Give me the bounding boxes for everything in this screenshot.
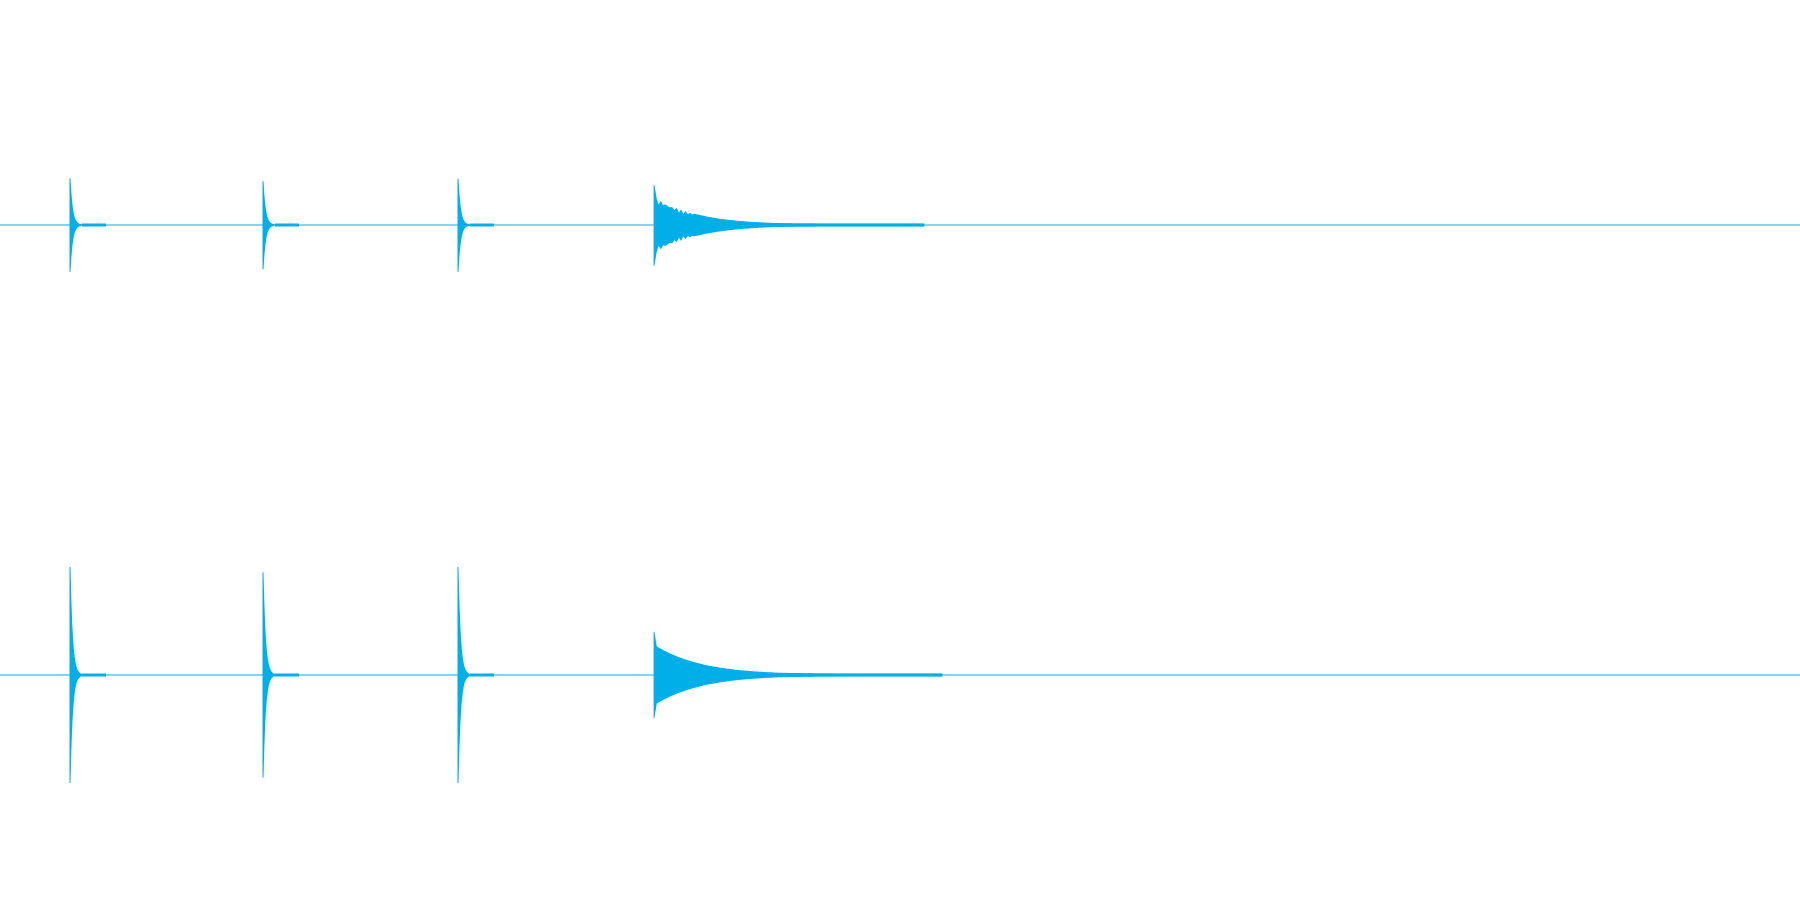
click-tail (275, 673, 299, 677)
click-transient (69, 178, 84, 272)
channel-1-waveform (0, 178, 1800, 272)
channel-2-waveform (0, 566, 1800, 784)
click-transient (69, 566, 84, 784)
click-tail (470, 673, 494, 677)
click-tail (82, 673, 106, 677)
ring-decay (653, 184, 925, 266)
click-transient (457, 566, 472, 784)
click-transient (262, 572, 277, 778)
click-transient (262, 181, 277, 270)
ring-decay (653, 631, 943, 719)
click-tail (82, 223, 106, 227)
click-transient (457, 178, 472, 272)
click-tail (275, 223, 299, 227)
click-tail (470, 223, 494, 227)
